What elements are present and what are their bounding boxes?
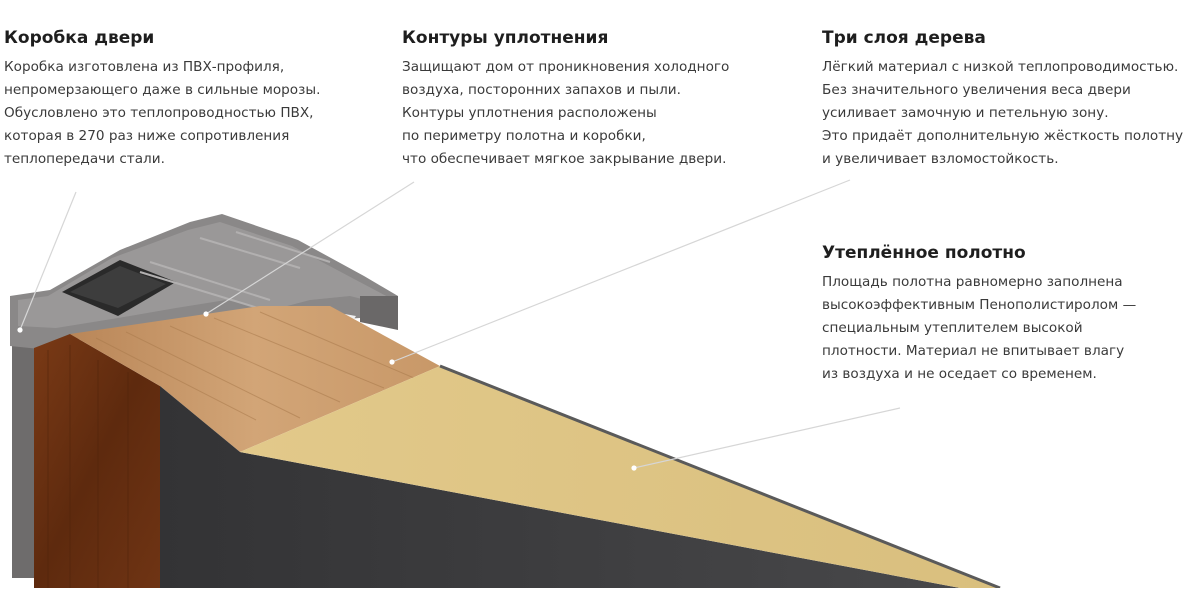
steel-sheet [160, 386, 960, 588]
annotation-title: Утеплённое полотно [822, 243, 1026, 263]
annotation-text-line: Площадь полотна равномерно заполнена [822, 274, 1123, 290]
leader-dots [17, 311, 637, 471]
annotation-text-line: и увеличивает взломостойкость. [822, 151, 1059, 167]
annotation-text-line: Это придаёт дополнительную жёсткость пол… [822, 128, 1184, 144]
annotation-text-line: непромерзающего даже в сильные морозы. [4, 82, 321, 98]
annotation-text-line: что обеспечивает мягкое закрывание двери… [402, 151, 727, 167]
annotation-text-line: которая в 270 раз ниже сопротивления [4, 128, 290, 144]
insulation-foam [240, 366, 1000, 588]
plywood-layers [70, 306, 440, 452]
annotation-text-line: Обусловлено это теплопроводностью ПВХ, [4, 105, 314, 121]
annotation-text-line: Контуры уплотнения расположены [402, 105, 657, 121]
annotation-title: Коробка двери [4, 28, 155, 48]
annotation-title: Три слоя дерева [822, 28, 986, 48]
annotation-text-line: усиливает замочную и петельную зону. [822, 105, 1109, 121]
annotation-text-line: Без значительного увеличения веса двери [822, 82, 1131, 98]
leader-lines [19, 179, 901, 469]
annotation-door-frame: Коробка двери Коробка изготовлена из ПВХ… [4, 27, 320, 171]
annotation-text-line: теплопередачи стали. [4, 151, 165, 167]
annotation-text-line: Лёгкий материал с низкой теплопроводимос… [822, 59, 1179, 75]
annotation-text-line: специальным утеплителем высокой [822, 320, 1083, 336]
annotation-text-line: плотности. Материал не впитывает влагу [822, 343, 1125, 359]
annotation-insulated-leaf: Утеплённое полотно Площадь полотна равно… [822, 242, 1136, 386]
annotation-text-line: Защищают дом от проникновения холодного [402, 59, 730, 75]
annotation-text-line: Коробка изготовлена из ПВХ-профиля, [4, 59, 285, 75]
annotation-three-wood-layers: Три слоя дерева Лёгкий материал с низкой… [822, 27, 1183, 171]
annotation-seal-contours: Контуры уплотнения Защищают дом от прони… [402, 27, 729, 171]
annotation-title: Контуры уплотнения [402, 28, 609, 48]
annotation-text-line: воздуха, посторонних запахов и пыли. [402, 82, 681, 98]
annotation-text-line: высокоэффективным Пенополистиролом — [822, 297, 1137, 313]
annotation-text-line: из воздуха и не оседает со временем. [822, 366, 1097, 382]
annotation-text-line: по периметру полотна и коробки, [402, 128, 646, 144]
